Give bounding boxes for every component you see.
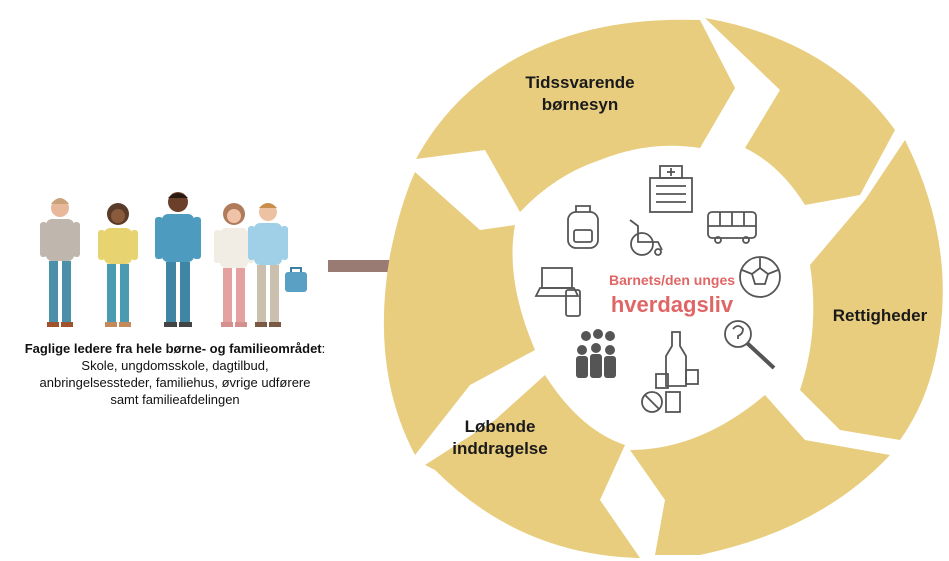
center-title-large: hverdagsliv (610, 292, 734, 317)
segment-label-loebende: Løbende inddragelse (440, 416, 560, 460)
participants-caption: Faglige ledere fra hele børne- og famili… (0, 340, 350, 408)
wheelchair-icon (629, 219, 663, 256)
cycle-segment-bottom-left (425, 375, 640, 558)
people-illustration (40, 192, 307, 327)
crowd-icon (576, 329, 616, 378)
person-2 (98, 203, 138, 327)
laptop-phone-icon (534, 267, 581, 317)
segment-label-line: inddragelse (452, 439, 548, 458)
caption-lead: Faglige ledere fra hele børne- og famili… (24, 341, 322, 356)
cycle-segment-bottom-right (630, 395, 890, 555)
person-3 (155, 192, 201, 327)
segment-label-tidssvarende: Tidssvarende børnesyn (500, 72, 660, 116)
caption-line-3: samt familieafdelingen (110, 392, 240, 407)
segment-label-line: Tidssvarende (525, 73, 635, 92)
cycle-segment-top-right (705, 18, 895, 205)
caption-colon: : (321, 341, 326, 356)
segment-label-line: Rettigheder (832, 306, 928, 325)
caption-line-2: anbringelsessteder, familiehus, øvrige u… (39, 375, 311, 390)
segment-label-line: Løbende (464, 417, 536, 436)
cycle-segment-right (800, 140, 943, 440)
help-search-icon (724, 320, 776, 370)
hospital-icon (649, 165, 693, 213)
soccer-ball-icon (739, 256, 781, 298)
bottle-pills-icon (641, 331, 699, 413)
person-5 (248, 203, 307, 327)
person-4 (214, 203, 254, 327)
center-title-small: Barnets/den unges (608, 272, 736, 288)
cycle-diagram (383, 18, 943, 558)
segment-label-line: børnesyn (541, 95, 619, 114)
cycle-segment-top (416, 19, 735, 212)
segment-label-rettigheder: Rettigheder (820, 305, 940, 327)
backpack-icon (567, 205, 599, 249)
cycle-segment-left (383, 172, 535, 455)
person-1 (40, 198, 80, 327)
caption-line-1: Skole, ungdomsskole, dagtilbud, (81, 358, 269, 373)
bus-icon (707, 211, 757, 244)
